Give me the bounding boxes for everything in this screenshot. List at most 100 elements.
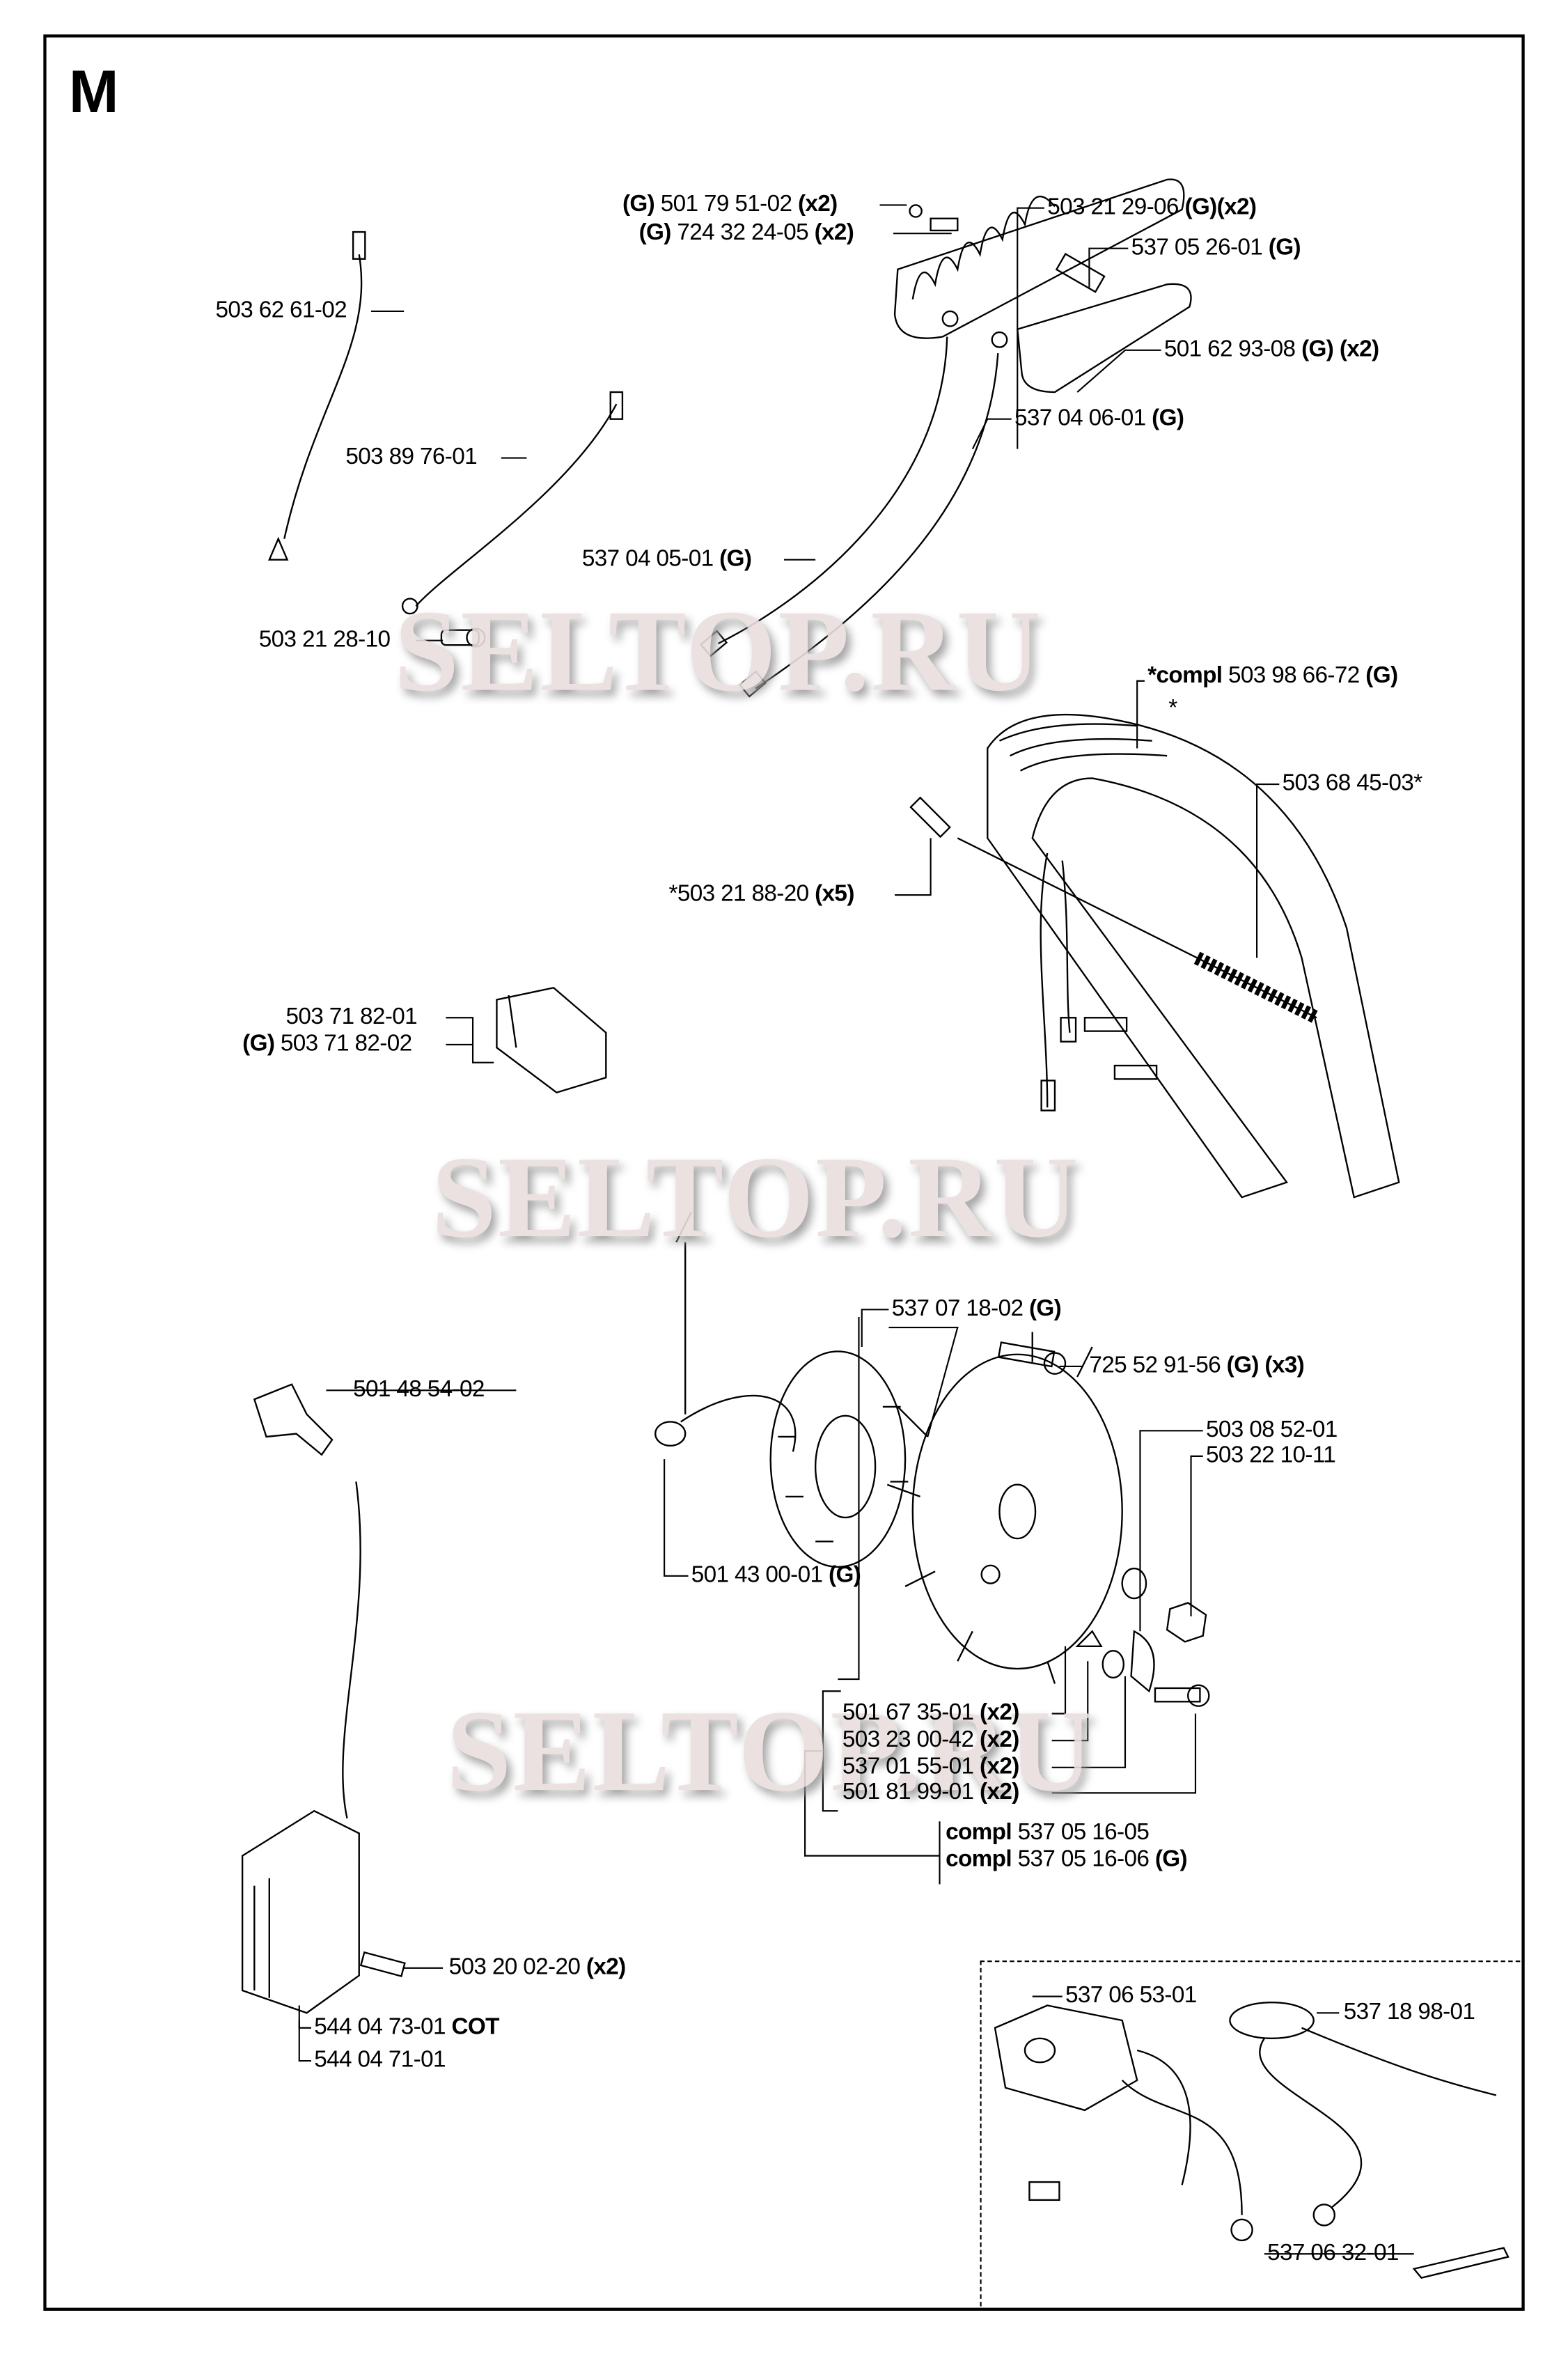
- part-label: 501 67 35-01 (x2): [842, 1700, 1020, 1726]
- part-label: *503 21 88-20 (x5): [668, 881, 855, 907]
- heating-cables: [699, 310, 1008, 698]
- optional-parts-box: [980, 1961, 1521, 2307]
- section-letter: M: [68, 59, 119, 126]
- watermark: SELTOP.RU: [431, 1131, 1080, 1262]
- sensor-537-18-98: [1229, 2002, 1497, 2227]
- handle-bar: [987, 713, 1400, 1199]
- part-number: 503 68 45-03*: [1282, 770, 1423, 797]
- part-label-suffix: (G) (x3): [1226, 1353, 1305, 1379]
- handle-heating-coil: [957, 837, 1320, 1024]
- ground-cable-middle: [401, 391, 624, 615]
- part-label-suffix: (G): [829, 1562, 861, 1588]
- part-label: 537 07 18-02 (G): [891, 1295, 1062, 1322]
- washer-screw: [909, 204, 959, 232]
- part-number: 503 21 29-06: [1047, 194, 1179, 220]
- washer-nut: [1121, 1567, 1207, 1643]
- ignition-module: [241, 1809, 406, 2014]
- part-label: 501 48 54-02: [353, 1378, 485, 1402]
- part-label-prefix: compl: [946, 1820, 1012, 1846]
- part-number: 503 21 28-10: [258, 627, 391, 653]
- sensor-537-06-53: [994, 2004, 1253, 2242]
- part-number: 501 79 51-02: [660, 192, 792, 217]
- part-label-prefix: compl: [946, 1846, 1012, 1873]
- part-label-suffix: (G): [1154, 1846, 1188, 1873]
- flywheel-screw: [997, 1341, 1067, 1375]
- part-number: 537 06 53-01: [1065, 1983, 1197, 2009]
- part-number: 537 05 26-01: [1131, 235, 1263, 260]
- part-number: 503 71 82-02: [280, 1031, 412, 1057]
- pawls-springs: [1075, 1630, 1210, 1707]
- part-number: 503 08 52-01: [1206, 1417, 1338, 1443]
- part-label-prefix: (G): [638, 219, 672, 246]
- part-label: 537 04 06-01 (G): [1014, 405, 1184, 431]
- part-number: 503 62 61-02: [215, 297, 347, 324]
- part-label-suffix: (x2): [980, 1754, 1019, 1780]
- part-label-prefix: (G): [622, 192, 655, 217]
- part-label-suffix: (x2): [980, 1779, 1019, 1805]
- part-number: 503 89 76-01: [345, 444, 477, 470]
- part-number: 503 71 82-01: [285, 1004, 418, 1030]
- screw-503-21-28-10: [440, 628, 486, 648]
- part-number: 544 04 71-01: [314, 2047, 446, 2073]
- part-number: 501 81 99-01: [842, 1779, 974, 1805]
- part-label: 537 04 05-01 (G): [581, 546, 752, 572]
- handle-screws: [909, 796, 1158, 1080]
- part-label: 537 01 55-01 (x2): [842, 1754, 1020, 1780]
- part-number: 724 32 24-05: [677, 219, 808, 246]
- part-label: (G) 501 79 51-02 (x2): [622, 192, 838, 217]
- part-number: 537 07 18-02: [891, 1295, 1024, 1322]
- part-label: 537 05 26-01 (G): [1131, 235, 1301, 260]
- part-label-suffix: (x5): [815, 881, 854, 907]
- part-label: (G) 503 71 82-02: [242, 1031, 412, 1057]
- part-label: compl 537 05 16-06 (G): [946, 1846, 1188, 1873]
- part-number: 725 52 91-56: [1089, 1353, 1221, 1379]
- part-number: 537 05 16-06: [1017, 1846, 1150, 1873]
- bracket-537-06-32: [1412, 2247, 1510, 2279]
- cover-plate: [1016, 283, 1192, 393]
- spark-plug-cap: [253, 1383, 334, 1456]
- switch-503-71-82: [496, 986, 607, 1094]
- ground-cable-left: [268, 231, 366, 561]
- part-label: 725 52 91-56 (G) (x3): [1089, 1353, 1305, 1379]
- part-label-suffix: COT: [451, 2014, 499, 2040]
- leader-lines: [298, 204, 1414, 2255]
- part-label: 544 04 71-01: [314, 2047, 446, 2073]
- heating-element-plate: [893, 178, 1185, 339]
- part-number: 537 01 55-01: [842, 1754, 974, 1780]
- part-label: compl 537 05 16-05: [946, 1820, 1150, 1846]
- part-number: 501 43 00-01: [691, 1562, 823, 1588]
- part-label-prefix: *compl: [1147, 662, 1223, 689]
- part-number: 503 20 02-20: [448, 1954, 581, 1980]
- diagram-frame: [43, 34, 1525, 2311]
- part-label-suffix: (x2): [980, 1726, 1019, 1753]
- part-number: 501 48 54-02: [353, 1376, 485, 1403]
- part-number: 537 04 05-01: [581, 546, 714, 572]
- part-label-suffix: (x2): [814, 219, 854, 246]
- part-label: 537 18 98-01: [1343, 1999, 1475, 2025]
- part-label: 503 20 02-20 (x2): [448, 1954, 627, 1980]
- part-label: 537 06 32-01: [1267, 2241, 1399, 2266]
- part-number: 537 18 98-01: [1343, 1999, 1475, 2025]
- part-label: 503 23 00-42 (x2): [842, 1726, 1020, 1753]
- part-number: 544 04 73-01: [314, 2014, 446, 2040]
- stator-537-07-18: [769, 1350, 909, 1568]
- part-label-suffix: (G) (x2): [1301, 336, 1379, 363]
- part-label: 544 04 73-01 COT: [314, 2014, 499, 2040]
- part-label: 503 71 82-01: [285, 1004, 418, 1030]
- part-number: 537 04 06-01: [1014, 405, 1146, 431]
- part-label-suffix: (x2): [797, 192, 838, 217]
- part-number: 503 98 66-72: [1228, 662, 1360, 689]
- part-number: *503 21 88-20: [668, 881, 810, 907]
- part-label: 537 06 53-01: [1065, 1983, 1197, 2009]
- handle-wires: [1040, 852, 1077, 1112]
- part-label: 503 08 52-01: [1206, 1417, 1338, 1443]
- part-label: (G) 724 32 24-05 (x2): [639, 221, 854, 245]
- part-label-suffix: (x2): [586, 1954, 626, 1980]
- part-label: 503 21 29-06 (G)(x2): [1047, 194, 1257, 220]
- part-label: 503 21 28-10: [258, 627, 391, 653]
- part-label: 501 81 99-01 (x2): [842, 1779, 1020, 1805]
- part-label-suffix: (G): [1028, 1295, 1062, 1322]
- part-number: 501 62 93-08: [1163, 336, 1296, 363]
- part-number: 501 67 35-01: [842, 1700, 974, 1726]
